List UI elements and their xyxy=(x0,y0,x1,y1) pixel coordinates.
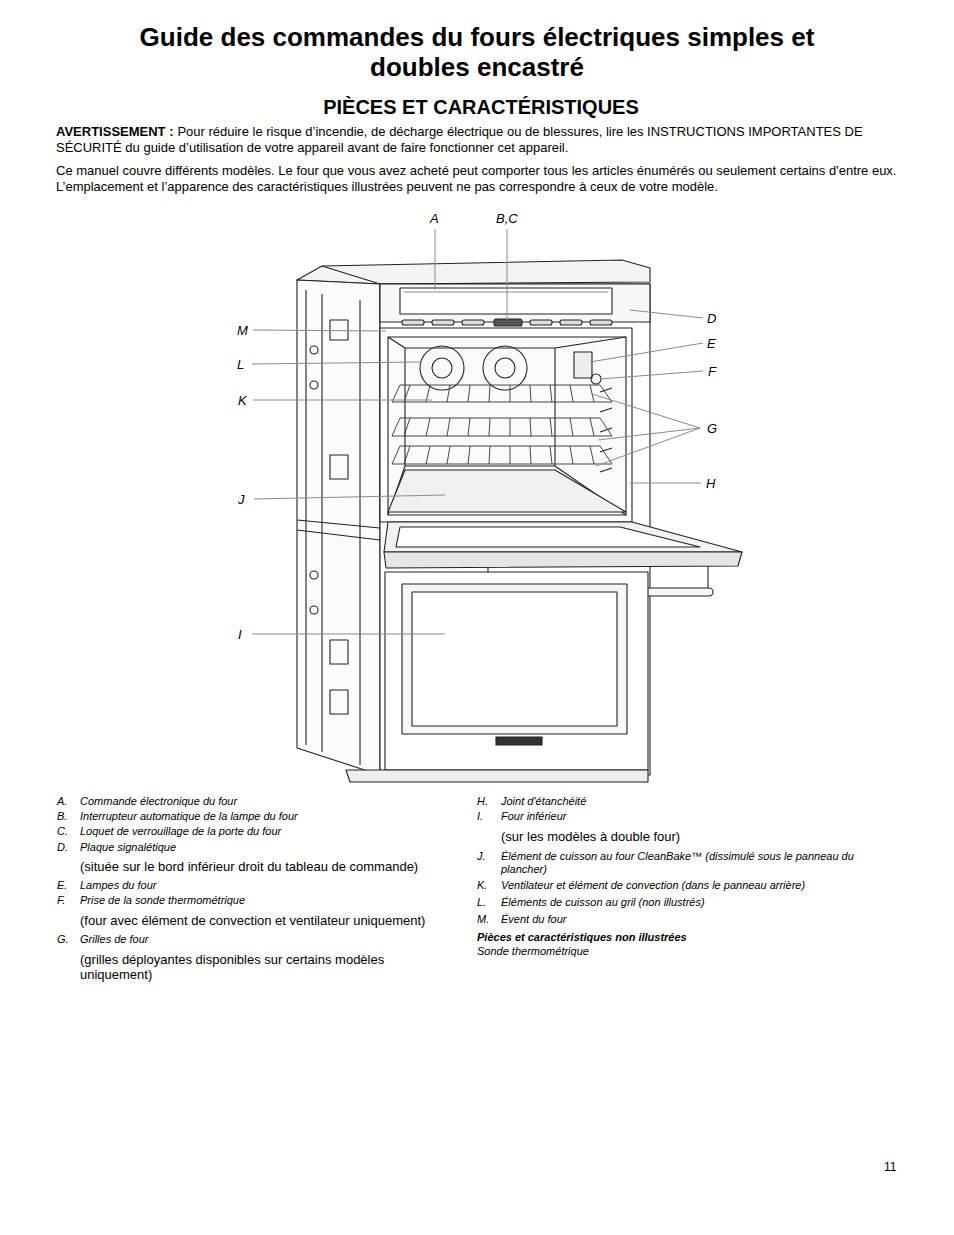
callout-letter: I xyxy=(238,627,242,642)
paragraph-text: Ce manuel couvre différents modèles. Le … xyxy=(56,163,898,195)
legend-text: Élément de cuisson au four CleanBake™ (d… xyxy=(501,850,886,876)
legend-text: Interrupteur automatique de la lampe du … xyxy=(80,810,298,823)
legend-letter: C. xyxy=(57,825,68,838)
callout-letter: K xyxy=(238,393,247,408)
callout-letter: B,C xyxy=(496,211,518,226)
legend-text: Ventilateur et élément de convection (da… xyxy=(501,879,805,892)
page-title: Guide des commandes du fours électriques… xyxy=(87,22,867,82)
legend-text: Four inférieur xyxy=(501,810,566,823)
legend-note: (sur les modèles à double four) xyxy=(501,829,680,844)
legend-text: Loquet de verrouillage de la porte du fo… xyxy=(80,825,281,838)
warning-text: Pour réduire le risque d’incendie, de dé… xyxy=(56,124,863,155)
legend-letter: M. xyxy=(477,913,489,926)
legend-text: Évent du four xyxy=(501,913,566,926)
callout-letter: A xyxy=(430,211,439,226)
legend-letter: H. xyxy=(477,795,488,808)
warning-label: AVERTISSEMENT : xyxy=(56,124,174,139)
callout-letter: L xyxy=(237,357,244,372)
legend-letter: F. xyxy=(57,894,65,907)
legend-letter: J. xyxy=(477,850,486,863)
legend-letter: B. xyxy=(57,810,67,823)
legend-letter: I. xyxy=(477,810,483,823)
callout-letter: G xyxy=(707,421,717,436)
legend-note: (grilles déployantes disponibles sur cer… xyxy=(80,952,440,982)
paragraph: AVERTISSEMENT :Pour réduire le risque d’… xyxy=(56,124,898,156)
legend-text: Plaque signalétique xyxy=(80,841,176,854)
legend-note: (four avec élément de convection et vent… xyxy=(80,913,425,928)
legend-letter: A. xyxy=(57,795,67,808)
callout-letter: H xyxy=(706,476,715,491)
section-heading: PIÈCES ET CARACTÉRISTIQUES xyxy=(4,95,954,119)
legend-heading: Pièces et caractéristiques non illustrée… xyxy=(477,931,687,944)
legend-letter: L. xyxy=(477,896,486,909)
legend-letter: D. xyxy=(57,841,68,854)
legend-note: (située sur le bord inférieur droit du t… xyxy=(80,859,418,874)
callout-letter: J xyxy=(238,492,245,507)
callout-letter: F xyxy=(708,364,716,379)
legend-text: Joint d'étanchéité xyxy=(501,795,586,808)
legend-text: Grilles de four xyxy=(80,933,148,946)
legend-letter: K. xyxy=(477,879,487,892)
page-number: 11 xyxy=(884,1160,896,1174)
legend-text: Lampes du four xyxy=(80,879,156,892)
legend-text: Commande électronique du four xyxy=(80,795,237,808)
callout-letter: D xyxy=(707,311,716,326)
legend-text: Sonde thermométrique xyxy=(477,945,589,958)
callout-letter: E xyxy=(707,336,716,351)
callout-letter: M xyxy=(237,323,248,338)
legend-text: Prise de la sonde thermométrique xyxy=(80,894,245,907)
legend-letter: E. xyxy=(57,879,67,892)
legend-letter: G. xyxy=(57,933,69,946)
legend-text: Éléments de cuisson au gril (non illustr… xyxy=(501,896,705,909)
